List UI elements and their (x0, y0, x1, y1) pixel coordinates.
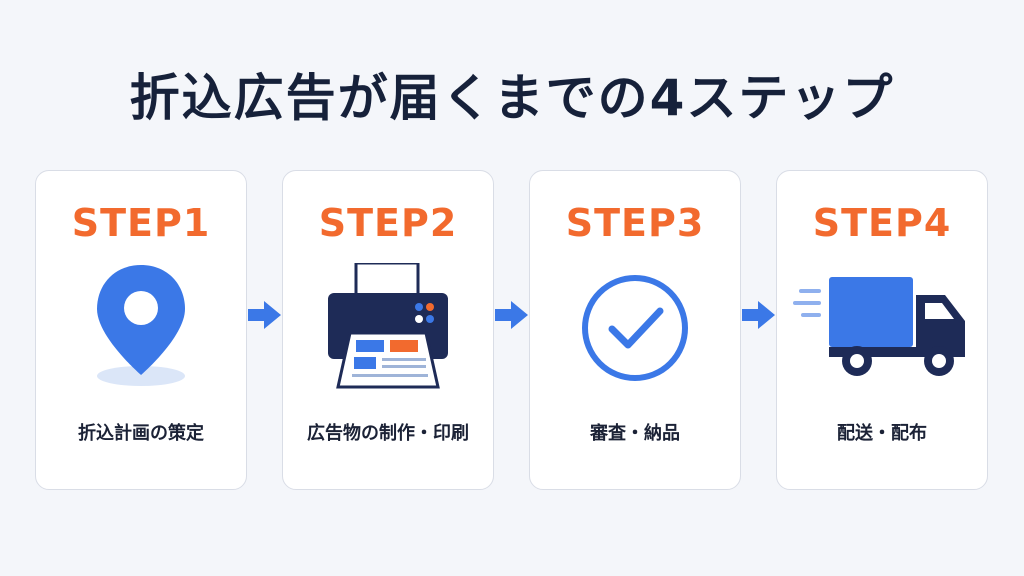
step-label: STEP1 (71, 201, 211, 245)
arrow-right-icon (742, 300, 776, 330)
step-caption: 審査・納品 (590, 423, 680, 444)
printer-icon (283, 263, 493, 393)
delivery-truck-icon (777, 263, 987, 393)
step-card-3: STEP3 審査・納品 (529, 170, 741, 490)
step-card-2: STEP2 広告物の制作・印刷 (282, 170, 494, 490)
step-label: STEP3 (565, 201, 705, 245)
map-pin-icon (36, 263, 246, 393)
step-caption: 配送・配布 (837, 423, 927, 444)
step-card-4: STEP4 配送・配布 (776, 170, 988, 490)
step-caption: 広告物の制作・印刷 (307, 423, 469, 444)
step-caption: 折込計画の策定 (78, 423, 204, 444)
step-card-1: STEP1 折込計画の策定 (35, 170, 247, 490)
page-title: 折込広告が届くまでの4ステップ (129, 69, 895, 127)
arrow-right-icon (495, 300, 529, 330)
check-circle-icon (530, 263, 740, 393)
step-label: STEP4 (812, 201, 952, 245)
arrow-right-icon (248, 300, 282, 330)
step-label: STEP2 (318, 201, 458, 245)
